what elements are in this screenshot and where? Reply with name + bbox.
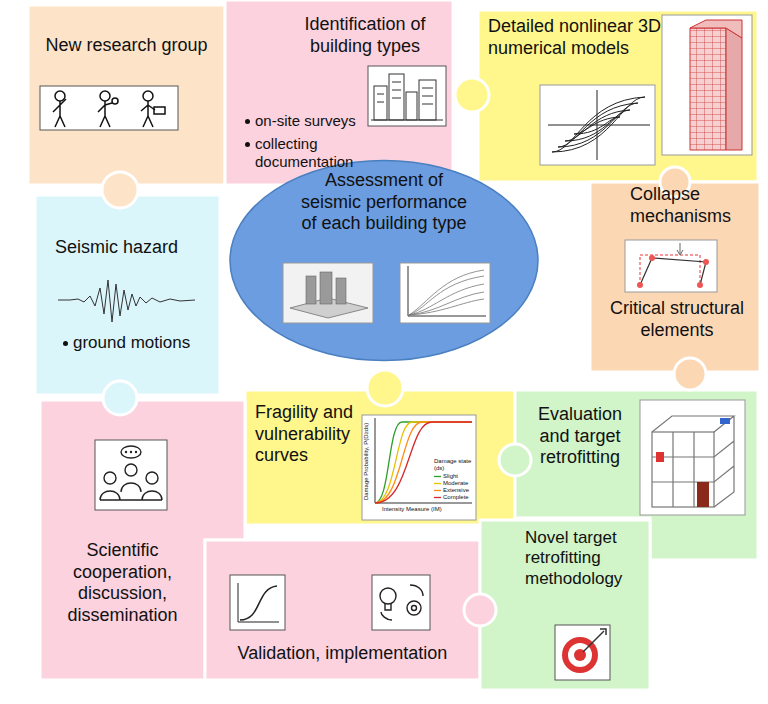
text-slot: Critical structural elements [598,298,756,341]
piece-subtitle: Critical structural elements [598,298,756,341]
text-slot: Novel target retrofitting methodology [525,528,635,589]
legend-item: Complete [443,494,475,501]
piece-title: Novel target retrofitting methodology [525,528,635,589]
piece-title: Seismic hazard [55,237,205,259]
puzzle-piece: Validation, implementation [205,540,480,680]
piece-title: Fragility and vulnerability curves [255,402,367,467]
legend-heading: Damage state (ds) [434,458,474,472]
piece-title: Scientific cooperation, discussion, diss… [45,540,200,626]
label-slot: Intensity Measure (IM) [382,506,462,513]
puzzle-piece: Detailed nonlinear 3D numerical models [480,10,758,182]
ellipse-node: Assessment of seismic performance of eac… [228,158,540,363]
piece-title: Evaluation and target retrofitting [525,404,635,469]
label-slot: Damage state (ds) [434,458,474,472]
text-slot: Detailed nonlinear 3D numerical models [488,16,663,59]
axis-label-y: Damage Probability, P(D≥ds) [363,421,370,501]
text-slot: Identification of building types [290,14,440,57]
piece-subtitle: collecting documentation [255,135,363,171]
text-slot: on-site surveys [255,112,363,130]
legend-text: Moderate [443,480,475,487]
text-slot: Collapse mechanisms [630,184,755,227]
bullet-dot [245,142,250,147]
legend-item: Slight [443,473,475,480]
piece-title: Collapse mechanisms [630,184,755,227]
piece-title: Identification of building types [290,14,440,57]
legend-item: Extensive [443,487,475,494]
piece-title: Assessment of seismic performance of eac… [294,170,474,235]
text-slot: New research group [38,35,215,57]
text-slot: ground motions [73,333,213,353]
puzzle-piece: Fragility and vulnerability curves [245,390,515,525]
puzzle-piece: Identification of building types on-site … [225,0,453,185]
piece-title: Detailed nonlinear 3D numerical models [488,16,663,59]
text-slot: Scientific cooperation, discussion, diss… [45,540,200,626]
piece-title: Validation, implementation [210,643,475,665]
puzzle-piece: Collapse mechanismsCritical structural e… [590,182,760,372]
label-slot: Damage Probability, P(D≥ds) [363,421,370,501]
text-slot: Seismic hazard [55,237,205,259]
puzzle-piece: Seismic hazard ground motions [35,195,220,395]
text-slot: collecting documentation [255,135,363,171]
bullet-dot [63,341,68,346]
puzzle-piece: New research group [28,5,225,185]
puzzle-piece: Novel target retrofitting methodology [480,520,650,690]
legend-text: Complete [443,494,475,501]
legend-item: Moderate [443,480,475,487]
axis-label-x: Intensity Measure (IM) [382,506,462,513]
text-slot: Assessment of seismic performance of eac… [294,170,474,235]
bullet-dot [245,119,250,124]
text-slot: Validation, implementation [210,643,475,665]
piece-subtitle: ground motions [73,333,213,353]
puzzle-piece: Evaluation and target retrofitting [515,390,758,518]
piece-title: New research group [38,35,215,57]
text-slot: Evaluation and target retrofitting [525,404,635,469]
puzzle-piece: Scientific cooperation, discussion, diss… [40,400,245,680]
legend-text: Extensive [443,487,475,494]
legend-text: Slight [443,473,475,480]
text-slot: Fragility and vulnerability curves [255,402,367,467]
piece-subtitle: on-site surveys [255,112,363,130]
